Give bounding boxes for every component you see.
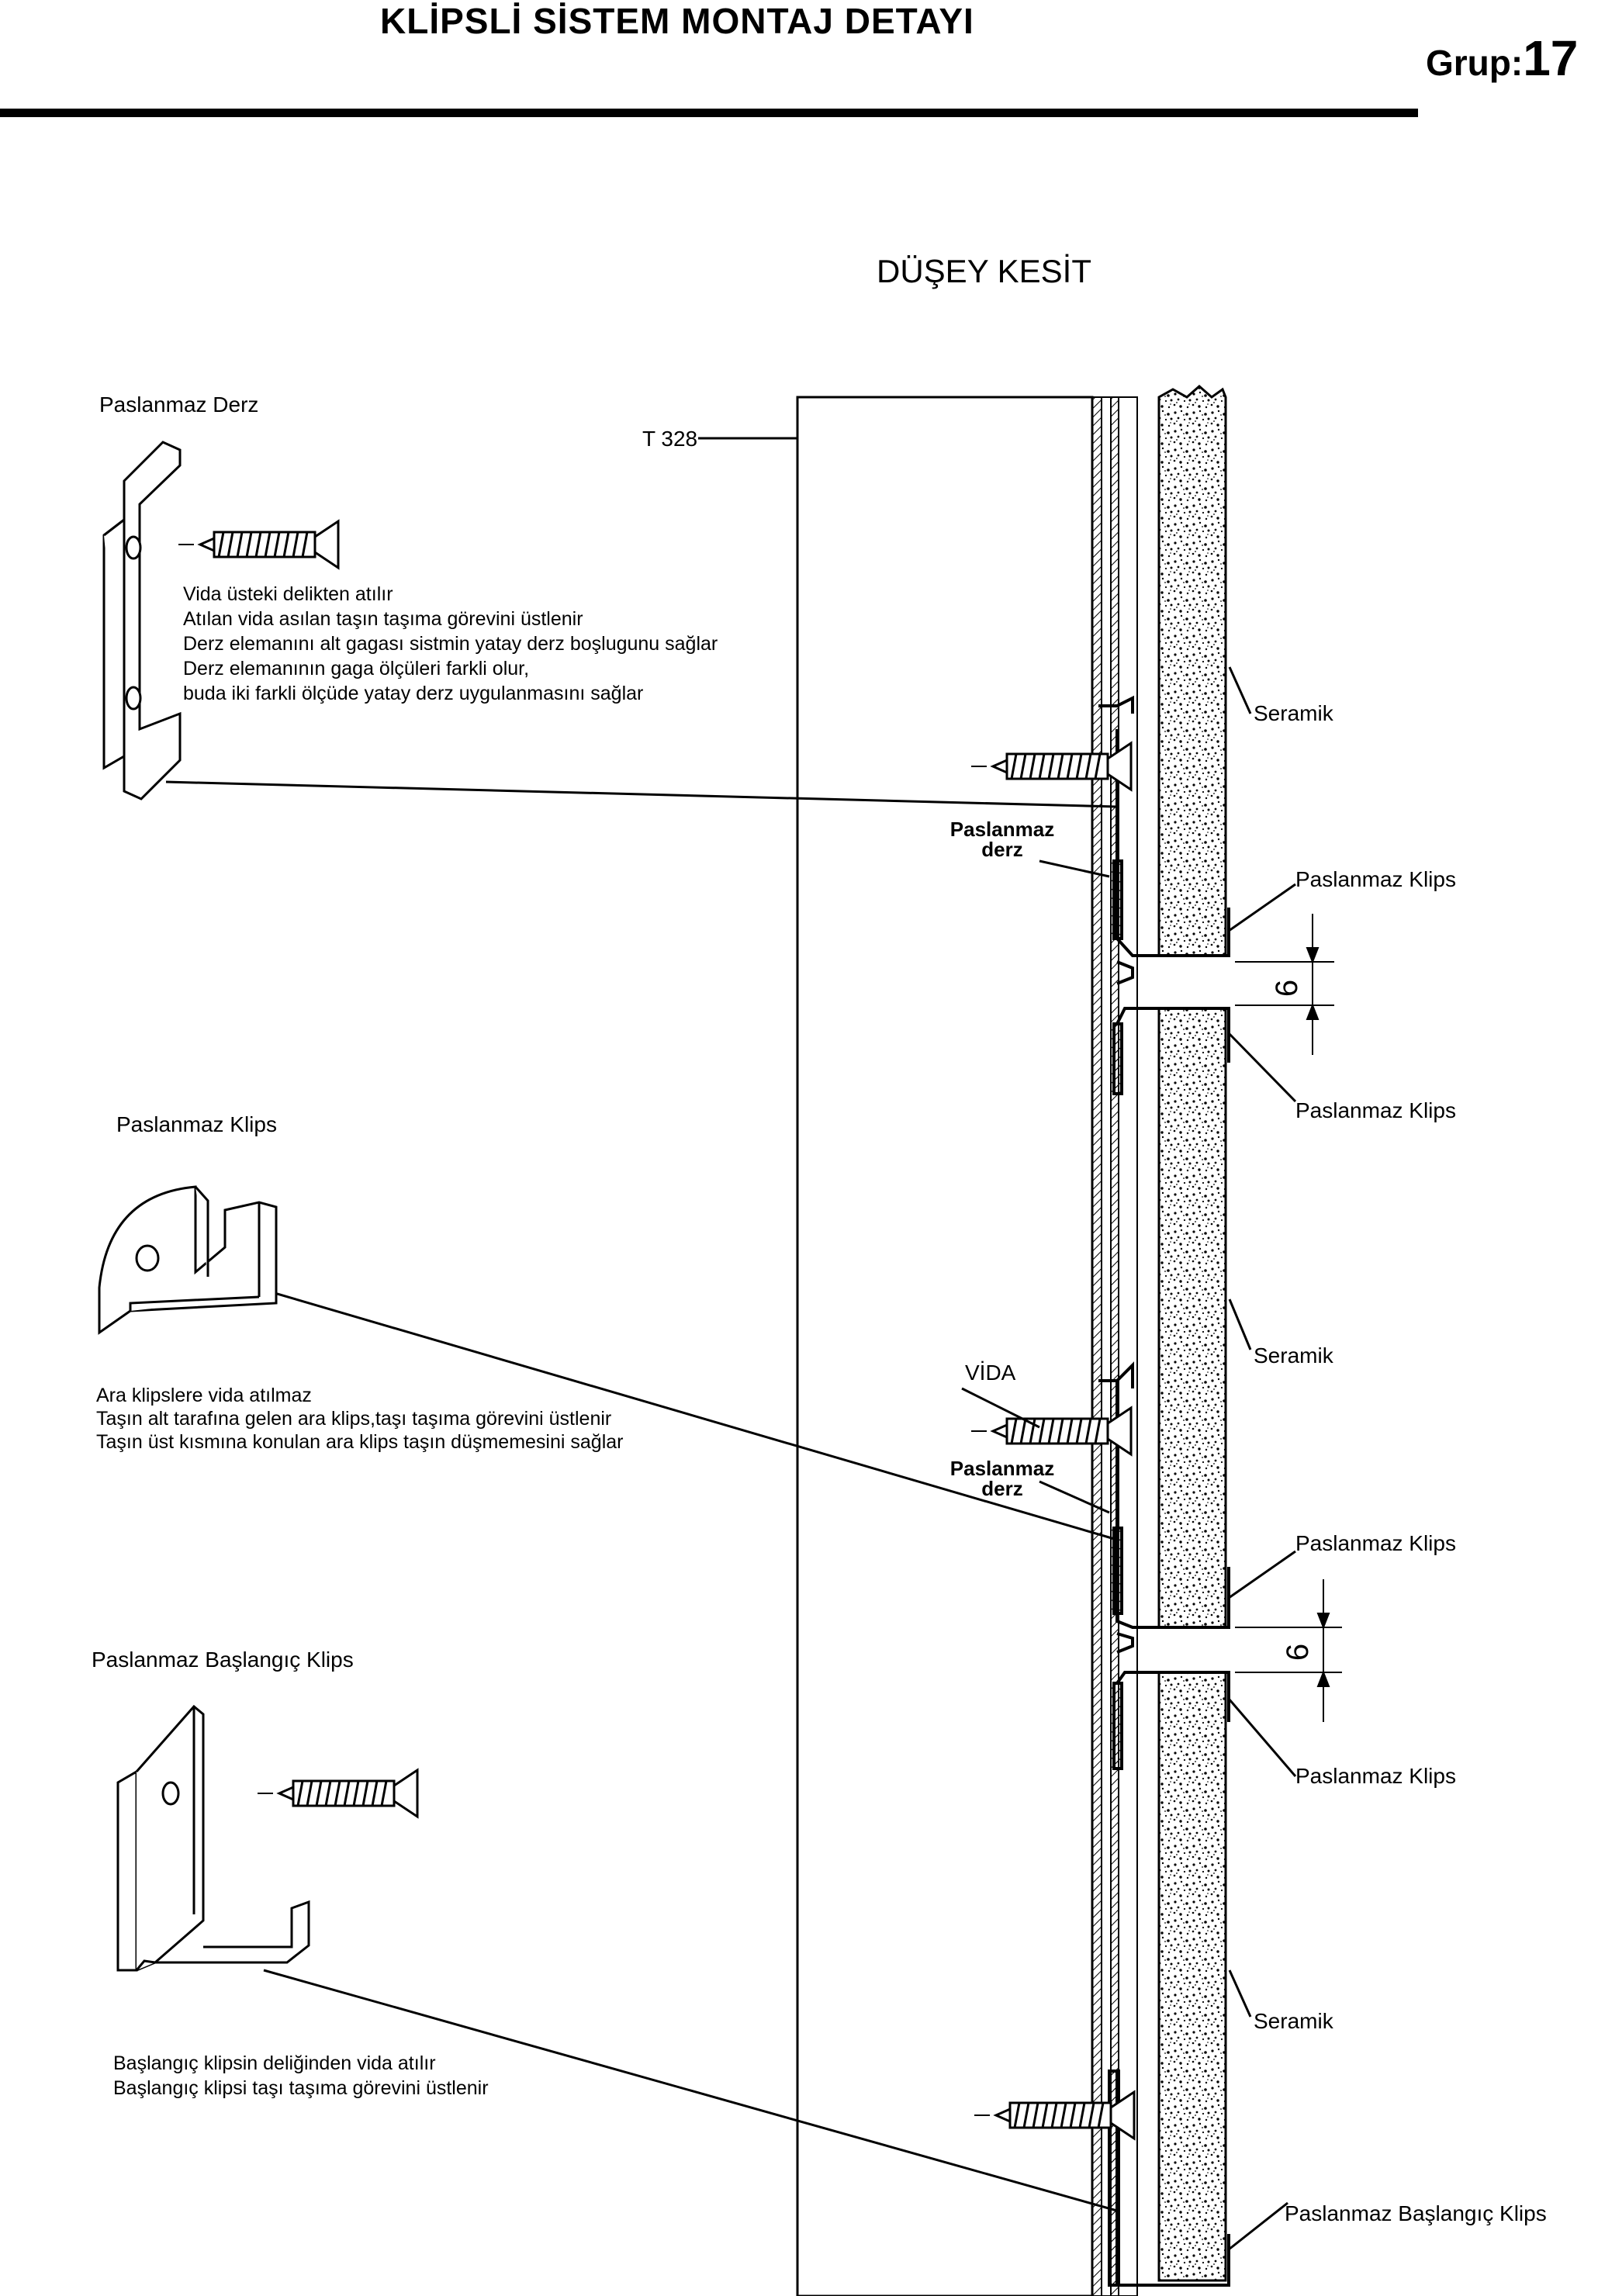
derz-label: Paslanmaz Derz: [99, 392, 259, 417]
seramik-label-1: Seramik: [1254, 701, 1333, 725]
klips-notes: Ara klipslere vida atılmaz Taşın alt tar…: [96, 1384, 623, 1454]
seramik-label-3: Seramik: [1254, 2009, 1333, 2033]
klips-detail: [98, 1185, 278, 1335]
note-line: Derz elemanını alt gagası sistmin yatay …: [183, 633, 718, 655]
derz-notes: Vida üsteki delikten atılır Atılan vida …: [183, 582, 718, 706]
klips-label-2: Paslanmaz Klips: [1295, 1098, 1456, 1122]
profile-label: T 328: [642, 427, 698, 451]
header-rule: [0, 109, 1418, 117]
seramik-label-2: Seramik: [1254, 1343, 1333, 1368]
baslangic-notes: Başlangıç klipsin deliğinden vida atılır…: [113, 2051, 489, 2101]
dimension-label-2: 6: [1281, 1643, 1316, 1661]
note-line: Başlangıç klipsin deliğinden vida atılır: [113, 2052, 436, 2074]
vida-label: VİDA: [965, 1361, 1016, 1385]
klips-label-4: Paslanmaz Klips: [1295, 1764, 1456, 1788]
note-line: Taşın üst kısmına konulan ara klips taşı…: [96, 1431, 624, 1453]
dimension-joint-1: [1235, 914, 1334, 1055]
note-line: Vida üsteki delikten atılır: [183, 583, 393, 605]
group-label: Grup:: [1426, 43, 1524, 83]
note-line: Derz elemanının gaga ölçüleri farkli olu…: [183, 658, 530, 679]
derz-label-2: Paslanmaz derz: [949, 1457, 1055, 1500]
baslangic-label: Paslanmaz Başlangıç Klips: [92, 1648, 354, 1672]
klips-label-3: Paslanmaz Klips: [1295, 1531, 1456, 1555]
derz-label-1: Paslanmaz derz: [949, 818, 1055, 861]
note-line: Taşın alt tarafına gelen ara klips,taşı …: [96, 1408, 612, 1430]
baslangic-detail: [116, 1704, 419, 1972]
group-number: 17: [1523, 30, 1579, 86]
section-title: DÜŞEY KESİT: [877, 253, 1091, 289]
leader-lines: [165, 437, 1297, 2251]
page-title: KLİPSLİ SİSTEM MONTAJ DETAYI: [380, 1, 974, 41]
group-indicator: Grup:17: [1426, 29, 1578, 87]
klips-label: Paslanmaz Klips: [116, 1112, 277, 1136]
note-line: buda iki farkli ölçüde yatay derz uygula…: [183, 683, 644, 704]
dimension-label-1: 6: [1270, 979, 1305, 998]
wall-profile: [796, 396, 1138, 2296]
baslangic-klips-label: Paslanmaz Başlangıç Klips: [1285, 2201, 1547, 2225]
klips-label-1: Paslanmaz Klips: [1295, 867, 1456, 891]
derz-detail: [102, 441, 340, 800]
dimension-joint-2: [1235, 1579, 1342, 1722]
ceramic-panels: [1157, 385, 1227, 2282]
note-line: Başlangıç klipsi taşı taşıma görevini üs…: [113, 2077, 489, 2099]
note-line: Ara klipslere vida atılmaz: [96, 1385, 312, 1406]
note-line: Atılan vida asılan taşın taşıma görevini…: [183, 608, 583, 630]
